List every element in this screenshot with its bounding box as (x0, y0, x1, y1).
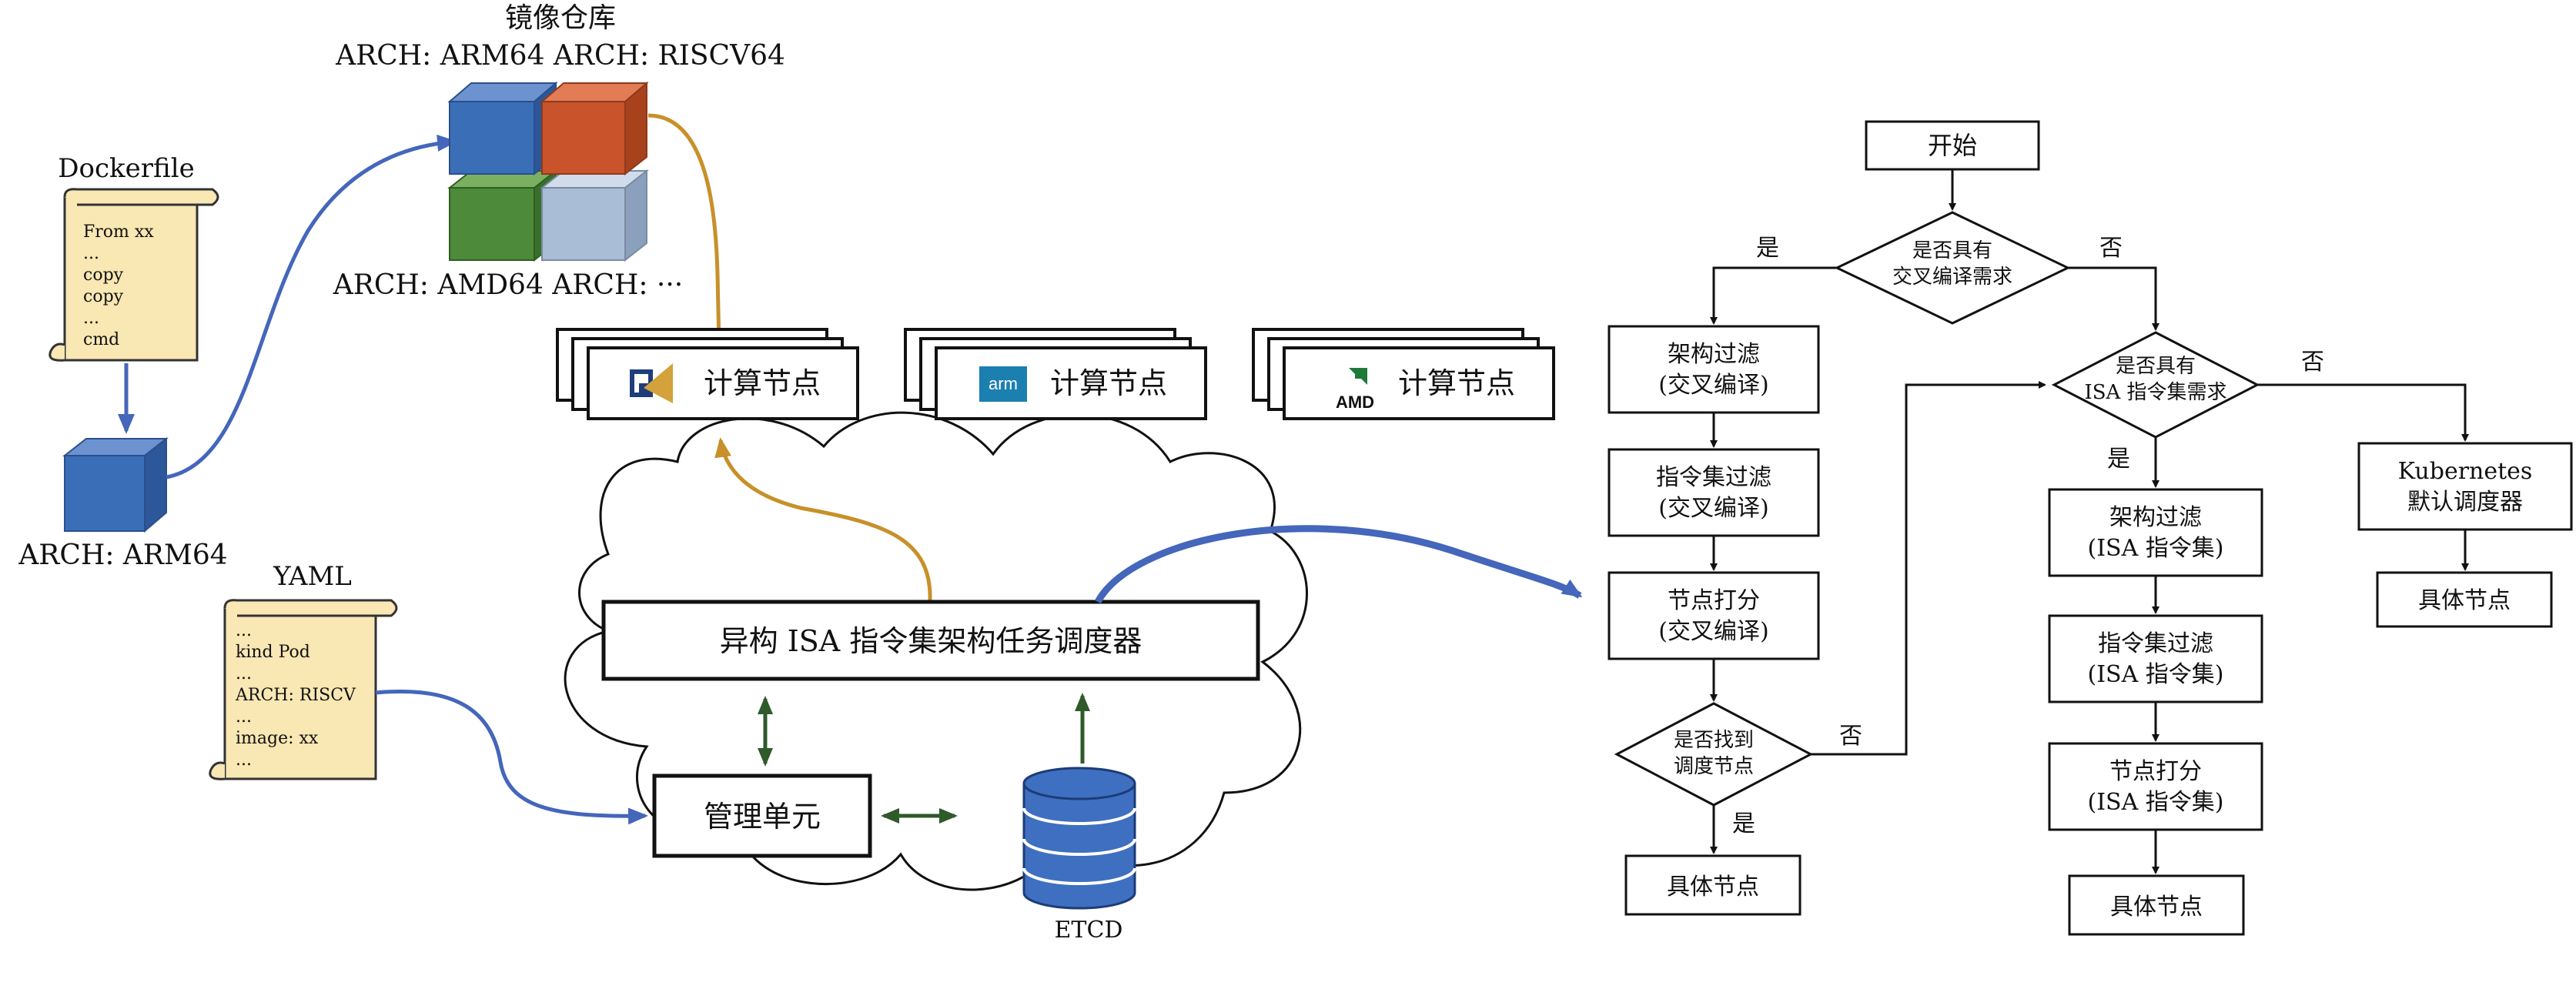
node-label: 具体节点 (2110, 894, 2203, 920)
step-sub: (ISA 指令集) (2087, 789, 2223, 816)
yaml-line: ... (236, 664, 252, 683)
decision-text: 是否具有 (1912, 239, 1992, 262)
no-label: 否 (2301, 349, 2324, 376)
no-label: 否 (2099, 235, 2123, 262)
isa-step-2 (2048, 614, 2263, 703)
yaml-line: kind Pod (236, 643, 310, 662)
dockerfile-lines: From xx ... copy copy ... cmd (83, 222, 154, 349)
step-sub: (交叉编译) (1658, 618, 1768, 645)
node-label: 具体节点 (2418, 587, 2511, 614)
isa-node-box (2068, 874, 2245, 936)
decision-text: 调度节点 (1674, 755, 1754, 778)
etcd-label: ETCD (1055, 917, 1123, 944)
compute-node-1: 计算节点 (556, 328, 859, 420)
decision-text: 交叉编译需求 (1892, 266, 2012, 289)
compute-node-2: arm 计算节点 (904, 328, 1207, 420)
yaml-line: ... (236, 707, 252, 727)
cross-node-box (1624, 854, 1802, 916)
decision-text: 是否具有 (2116, 355, 2196, 378)
etcd-database-icon (1022, 767, 1136, 910)
dockerfile-scroll-icon (49, 188, 219, 362)
isa-scheduler-label: 异构 ISA 指令集架构任务调度器 (720, 624, 1142, 658)
repo-arch-top: ARCH: ARM64 ARCH: RISCV64 (335, 40, 785, 72)
decision-text: 是否找到 (1674, 729, 1754, 752)
yaml-scroll-icon (209, 599, 398, 780)
dockerfile-line: ... (83, 244, 99, 263)
submit-yaml-arrow (375, 690, 648, 825)
compute-node-label: 计算节点 (704, 366, 821, 400)
step-sub: (ISA 指令集) (2087, 661, 2223, 688)
step-title: 节点打分 (2109, 758, 2202, 785)
isa-scheduler-box (601, 600, 1260, 681)
yaml-line: ARCH: RISCV (235, 686, 356, 705)
scheduler-to-flowchart-arrow (1095, 525, 1583, 604)
dockerfile-title: Dockerfile (58, 153, 194, 184)
step-sub: (交叉编译) (1658, 495, 1768, 522)
dockerfile-line: From xx (83, 222, 154, 242)
manager-unit-box (652, 773, 872, 858)
yaml-title: YAML (273, 561, 352, 592)
decision-text: ISA 指令集需求 (2084, 381, 2226, 404)
amd-logo-text: AMD (1336, 393, 1374, 412)
node-label: 具体节点 (1667, 874, 1759, 900)
arm64-image-label: ARCH: ARM64 (18, 540, 227, 571)
step-title: 指令集过滤 (1656, 464, 1771, 491)
repo-cubes-icon (447, 81, 649, 262)
dockerfile-line: copy (83, 266, 124, 285)
loongson-logo-icon (630, 363, 673, 403)
dockerfile-line: copy (83, 287, 124, 306)
k8s-default-scheduler-box (2357, 442, 2573, 531)
yes-label: 是 (1756, 235, 1779, 262)
k8s-sub: 默认调度器 (2407, 489, 2523, 516)
yaml-line: ... (236, 621, 252, 640)
cross-compile-decision (1834, 211, 2071, 325)
start-label: 开始 (1928, 131, 1977, 160)
yes-label: 是 (1732, 810, 1755, 837)
step-title: 节点打分 (1668, 587, 1760, 614)
no-label: 否 (1839, 723, 1862, 750)
isa-step-1 (2048, 488, 2263, 577)
schedule-to-node-arrow (714, 437, 932, 601)
k8s-node-box (2376, 571, 2553, 628)
yaml-lines: ... kind Pod ... ARCH: RISCV ... image: … (235, 621, 356, 770)
step-sub: (交叉编译) (1658, 372, 1768, 399)
yes-label: 是 (2107, 446, 2130, 473)
dockerfile-line: cmd (83, 330, 119, 349)
isa-step-3 (2048, 742, 2263, 831)
flowchart: 开始 是否具有 交叉编译需求 是 否 架构过滤 (交叉编译) 指令集过滤 (交叉… (1607, 120, 2573, 936)
k8s-title: Kubernetes (2398, 458, 2533, 485)
repo-title: 镜像仓库 (505, 2, 616, 34)
amd-logo-icon: AMD (1336, 368, 1374, 412)
step-title: 架构过滤 (2109, 504, 2202, 531)
step-title: 架构过滤 (1668, 341, 1760, 368)
repo-arch-bottom: ARCH: AMD64 ARCH: ··· (333, 269, 684, 301)
manager-unit-label: 管理单元 (704, 800, 821, 834)
dockerfile-line: ... (83, 309, 99, 328)
cross-step-2 (1607, 448, 1820, 537)
arm-logo-icon: arm (979, 366, 1027, 402)
arm-logo-text: arm (989, 374, 1018, 393)
arm64-image-cube-icon (62, 436, 169, 533)
pull-image-arrow (647, 113, 728, 349)
compute-node-3: AMD 计算节点 (1252, 328, 1555, 420)
step-title: 指令集过滤 (2098, 630, 2213, 657)
step-sub: (ISA 指令集) (2087, 535, 2223, 562)
push-image-arrow (166, 134, 457, 479)
yaml-line: ... (236, 750, 252, 770)
compute-node-label: 计算节点 (1050, 366, 1167, 400)
compute-node-label: 计算节点 (1398, 366, 1515, 400)
found-node-decision (1614, 702, 1814, 807)
cross-step-3 (1607, 571, 1820, 660)
cross-step-1 (1607, 325, 1820, 414)
yaml-line: image: xx (236, 729, 319, 748)
